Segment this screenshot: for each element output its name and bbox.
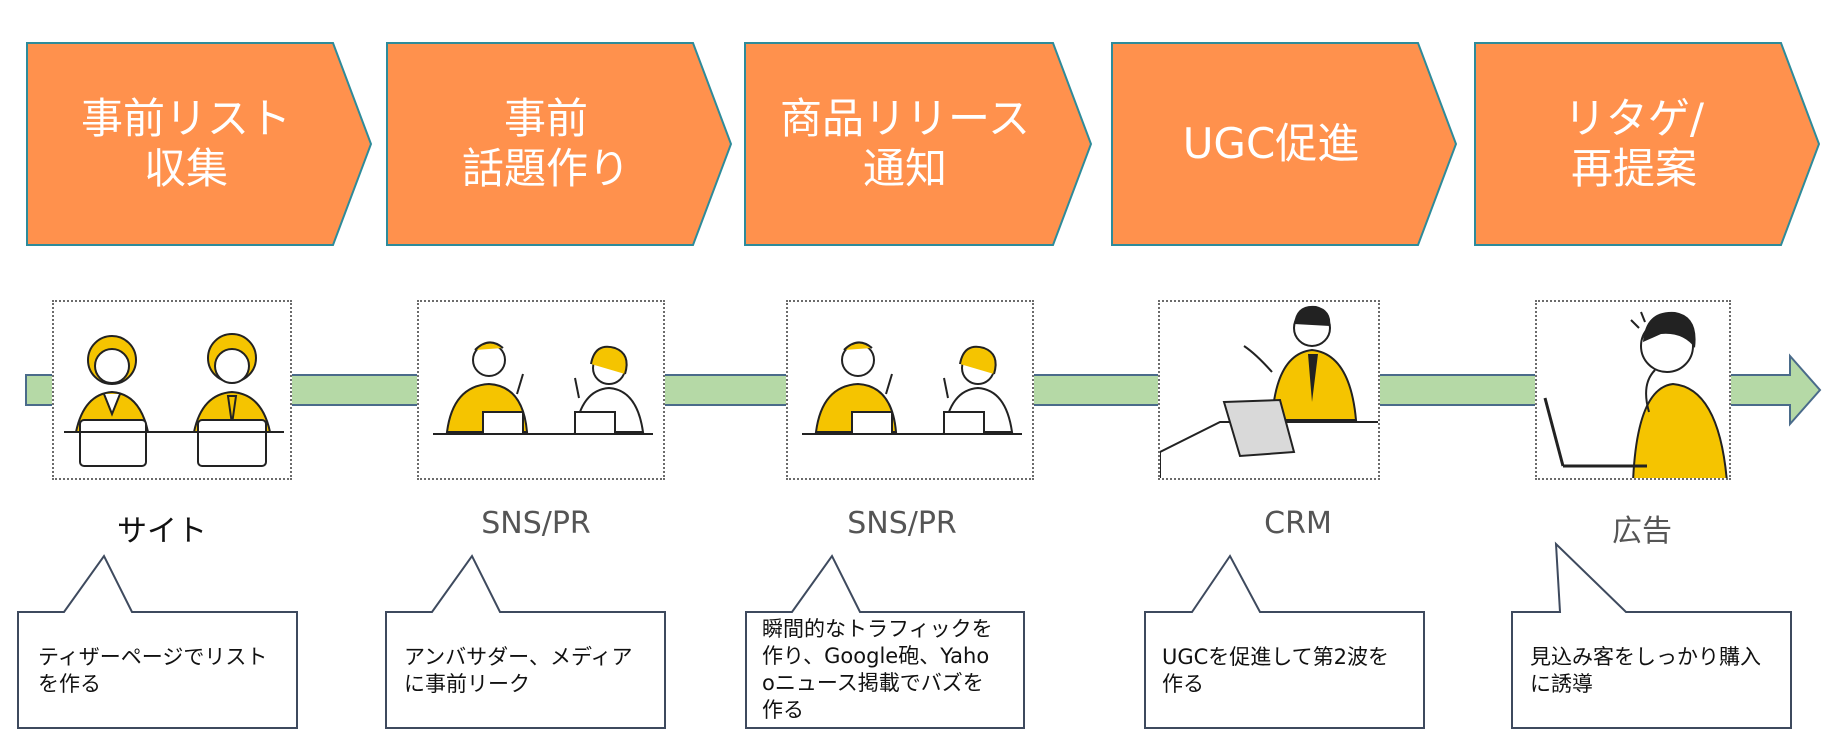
- step-label: リタゲ/ 再提案: [1563, 94, 1705, 193]
- channel-label-sns-pr-1: SNS/PR: [481, 506, 591, 541]
- step-chevron-4: UGC促進: [1111, 42, 1457, 246]
- chevron-shape-icon: [26, 42, 372, 246]
- thinking-person-illustration-icon: [1543, 311, 1728, 478]
- presenter-illustration: [1158, 300, 1380, 480]
- channel-label-ads: 広告: [1612, 514, 1672, 549]
- chevron-shape-icon: [1111, 42, 1457, 246]
- step-chevron-1: 事前リスト 収集: [26, 42, 372, 246]
- callout-text-5: 見込み客をしっかり購入に誘導: [1530, 645, 1761, 696]
- channel-label-site: サイト: [117, 514, 207, 549]
- discussion-illustration-icon: [433, 341, 653, 435]
- thinking-person-illustration: [1535, 300, 1731, 480]
- channel-label-crm: CRM: [1264, 506, 1332, 541]
- discussion-illustration-icon: [802, 341, 1022, 435]
- discussion-illustration-1: [417, 300, 665, 480]
- step-label: 商品リリース 通知: [780, 94, 1030, 193]
- step-label: 事前リスト 収集: [80, 94, 291, 193]
- chevron-shape-icon: [386, 42, 732, 246]
- channel-label-sns-pr-2: SNS/PR: [847, 506, 957, 541]
- callout-text-4: UGCを促進して第2波を作る: [1162, 645, 1390, 696]
- discussion-illustration-2: [786, 300, 1034, 480]
- step-label: UGC促進: [1182, 119, 1360, 168]
- callout-text-1: ティザーページでリストを作る: [38, 645, 268, 696]
- callout-text-3: 瞬間的なトラフィックを作り、Google砲、Yahooニュース掲載でバズを作る: [762, 617, 993, 722]
- chevron-shape-icon: [1474, 42, 1820, 246]
- operators-illustration: [52, 300, 292, 480]
- step-chevron-5: リタゲ/ 再提案: [1474, 42, 1820, 246]
- chevron-shape-icon: [744, 42, 1092, 246]
- step-chevron-3: 商品リリース 通知: [744, 42, 1092, 246]
- callout-text-2: アンバサダー、メディアに事前リーク: [404, 645, 633, 696]
- operators-illustration-icon: [64, 333, 284, 467]
- presenter-illustration-icon: [1160, 305, 1378, 478]
- step-chevron-2: 事前 話題作り: [386, 42, 732, 246]
- step-label: 事前 話題作り: [461, 94, 630, 193]
